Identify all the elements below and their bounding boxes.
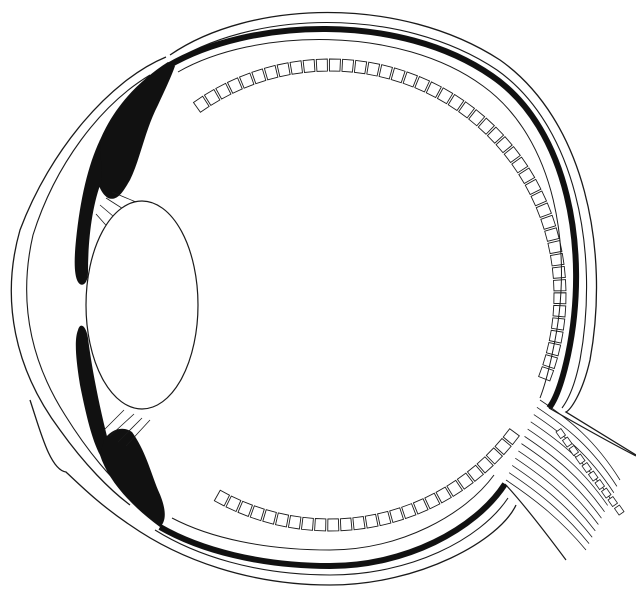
optic-nerve-edge-cell	[608, 497, 618, 507]
retina-cell	[329, 59, 340, 71]
retina-cell	[303, 60, 315, 73]
optic-nerve-edge-cell	[582, 463, 592, 473]
retina-cell	[277, 63, 290, 77]
retina-cell	[354, 60, 366, 73]
optic-nerve-edge-cell	[602, 488, 612, 498]
retina-cell	[250, 506, 264, 521]
optic-nerve-fiber	[540, 400, 620, 480]
retina-cell	[288, 515, 300, 529]
retina-cell	[541, 215, 556, 229]
optic-nerve-edge-cell	[576, 454, 586, 464]
retina-cell	[390, 508, 404, 523]
retina-cell	[403, 72, 417, 87]
ciliary-body-upper	[96, 62, 175, 199]
optic-nerve-edge-cell	[615, 505, 625, 515]
retina-cell	[238, 501, 252, 516]
retina-cell	[328, 519, 339, 531]
retina-inner-boundary	[178, 40, 561, 398]
retina-cell	[402, 504, 416, 519]
retina-cell	[367, 62, 380, 76]
optic-nerve-edge-cell	[569, 446, 579, 456]
optic-nerve-edge-cell	[563, 437, 573, 447]
retina-cell	[316, 59, 327, 71]
lens	[86, 201, 198, 409]
retina-cell	[301, 517, 313, 530]
ciliary-body-lower	[100, 429, 165, 527]
optic-nerve-sheath-bottom	[505, 484, 566, 560]
retina-cell	[365, 514, 378, 528]
retina-cell	[545, 228, 559, 242]
retina-cell	[240, 73, 254, 88]
retina-cell	[263, 510, 277, 524]
retina-cell-layer	[193, 59, 566, 531]
retina-cell	[378, 511, 391, 525]
optic-nerve-fiber	[521, 444, 601, 519]
retina-cell	[342, 59, 354, 72]
retina-cell	[252, 69, 266, 84]
retina-cell	[536, 203, 551, 217]
retina-cell	[552, 266, 565, 278]
retina-cell	[391, 68, 405, 83]
retina-cell	[379, 65, 392, 79]
retina-cell	[264, 65, 277, 79]
retina-cell	[276, 513, 289, 527]
retina-cell	[353, 517, 365, 530]
retina-cell	[550, 253, 564, 265]
retina-cell	[340, 518, 352, 531]
optic-nerve-fibers	[506, 400, 620, 550]
retina-cell	[290, 61, 302, 74]
retina-cell	[315, 519, 326, 531]
retina-cell	[554, 280, 566, 291]
